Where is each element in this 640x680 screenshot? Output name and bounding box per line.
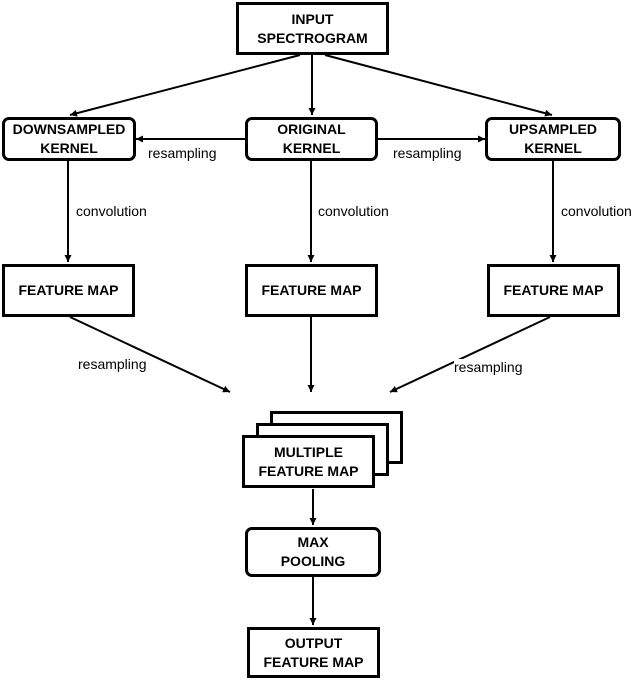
node-upsampled-kernel: UPSAMPLED KERNEL [485, 117, 621, 161]
node-max-pooling-label: MAX POOLING [280, 534, 346, 569]
node-original-kernel: ORIGINAL KERNEL [245, 117, 378, 161]
node-input-spectrogram-label: INPUT SPECTROGRAM [257, 10, 368, 46]
node-multiple-feature-map-label: MULTIPLE FEATURE MAP [258, 443, 359, 479]
node-feature-map-right: FEATURE MAP [487, 264, 620, 317]
node-upsampled-kernel-label: UPSAMPLED KERNEL [509, 121, 597, 156]
node-feature-map-center-label: FEATURE MAP [261, 282, 362, 298]
edge-label-resampling-right-map: resampling [454, 359, 523, 375]
node-input-spectrogram: INPUT SPECTROGRAM [236, 2, 389, 55]
edge-label-resampling-left-kernel: resampling [148, 145, 217, 161]
node-original-kernel-label: ORIGINAL KERNEL [277, 121, 346, 156]
node-max-pooling: MAX POOLING [245, 527, 381, 577]
edge-label-convolution-center: convolution [318, 203, 389, 219]
node-feature-map-left-label: FEATURE MAP [18, 282, 119, 298]
edge-label-resampling-right-kernel: resampling [393, 145, 462, 161]
edge-label-resampling-left-map: resampling [78, 356, 147, 372]
arrow-right-feature-map-to-multiple [389, 316, 551, 393]
node-output-feature-map-label: OUTPUT FEATURE MAP [263, 634, 364, 670]
node-downsampled-kernel: DOWNSAMPLED KERNEL [2, 117, 136, 161]
node-feature-map-right-label: FEATURE MAP [503, 282, 604, 298]
arrow-input-to-downsampled [69, 54, 301, 117]
arrow-left-feature-map-to-multiple [69, 316, 231, 393]
arrow-input-to-upsampled [324, 54, 553, 117]
node-feature-map-left: FEATURE MAP [2, 264, 135, 317]
node-downsampled-kernel-label: DOWNSAMPLED KERNEL [12, 121, 126, 156]
edge-label-convolution-right: convolution [561, 203, 632, 219]
node-feature-map-center: FEATURE MAP [245, 264, 378, 317]
node-output-feature-map: OUTPUT FEATURE MAP [247, 627, 380, 678]
edge-label-convolution-left: convolution [76, 203, 147, 219]
node-multiple-feature-map: MULTIPLE FEATURE MAP [242, 435, 375, 488]
